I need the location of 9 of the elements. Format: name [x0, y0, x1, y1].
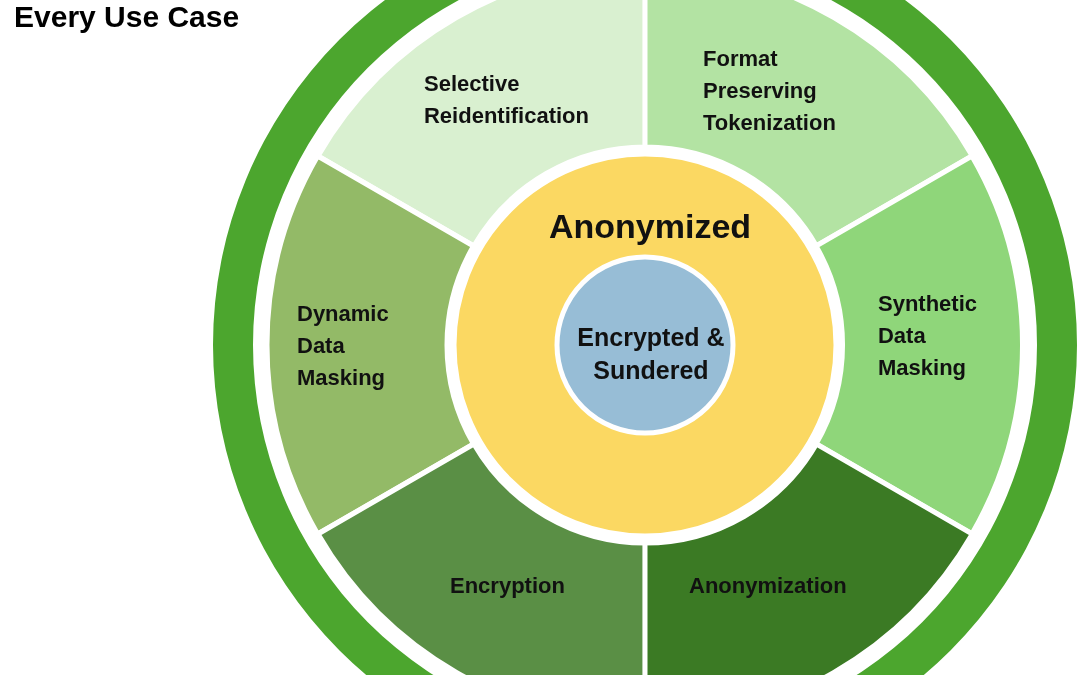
segment-label: Dynamic Data Masking: [297, 300, 390, 392]
segment-label: Synthetic Data Masking: [878, 290, 978, 382]
circle-label: Encrypted & Sundered: [576, 322, 726, 386]
segment-label: Encryption: [450, 572, 566, 600]
title: Every Use Case: [14, 0, 240, 34]
segment-label: Anonymization: [689, 572, 848, 600]
segment-label: Format Preserving Tokenization: [703, 45, 837, 137]
circle-label: Anonymized: [547, 206, 753, 247]
segment-label: Selective Reidentification: [424, 70, 590, 130]
